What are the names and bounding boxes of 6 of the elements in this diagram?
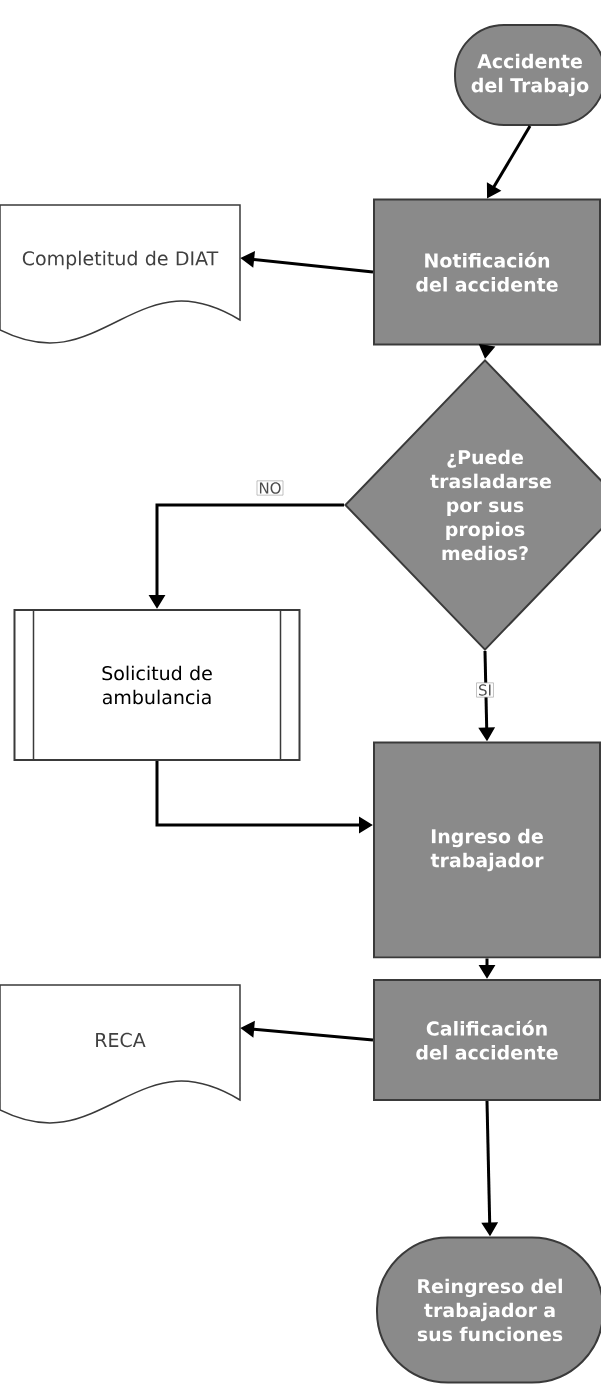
- edge-label: NO: [256, 480, 284, 496]
- process-box: Notificación del accidente: [373, 198, 601, 346]
- predefined-process-box: Solicitud de ambulancia: [13, 608, 301, 762]
- process-box: Ingreso de trabajador: [373, 741, 601, 959]
- process-box: Calificación del accidente: [373, 979, 601, 1101]
- edge-label: SI: [476, 682, 494, 698]
